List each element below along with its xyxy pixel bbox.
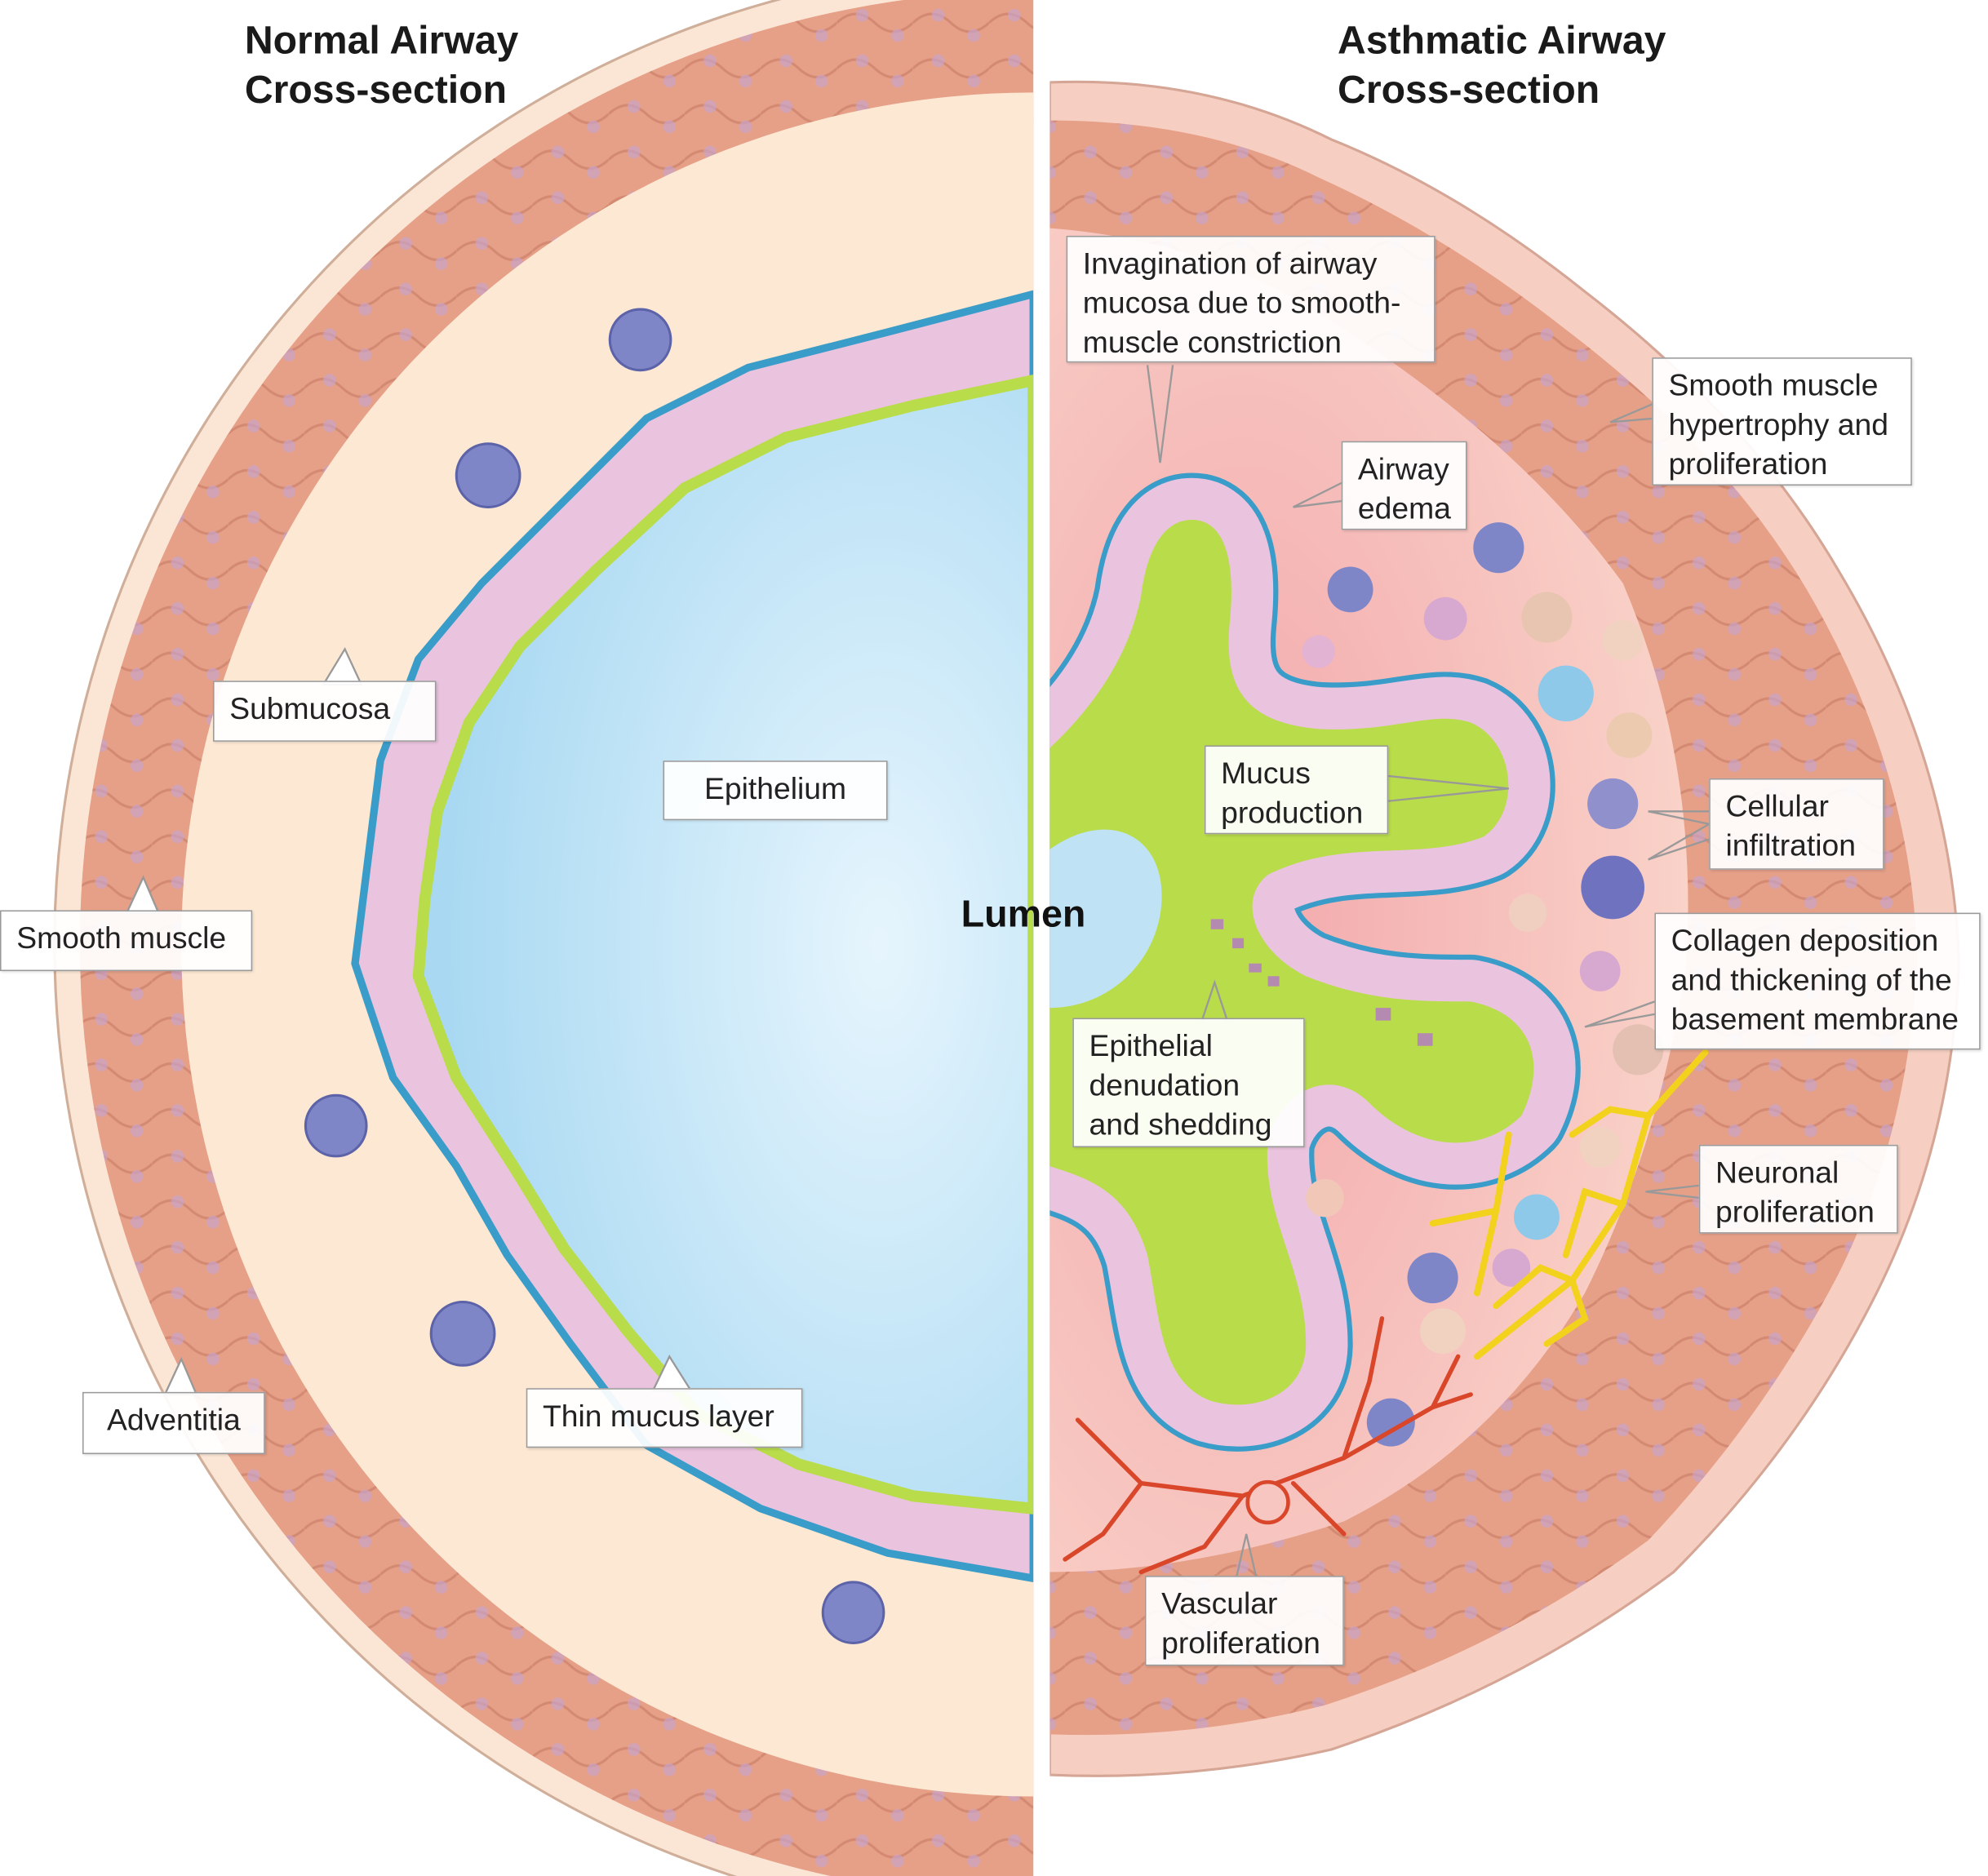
label-adventitia: Adventitia [82,1391,265,1454]
normal-airway-title: Normal Airway Cross-section [244,17,519,112]
asthmatic-airway-title: Asthmatic Airway Cross-section [1338,17,1666,112]
label-vascular-proliferation: Vascular proliferation [1144,1576,1344,1666]
asthmatic-airway [1049,80,1960,1777]
lumen-normal [412,375,1034,1515]
nerves [1429,1049,1709,1360]
label-epithelial-denudation: Epithelial denudation and shedding [1072,1018,1305,1148]
label-mucus-production: Mucus production [1204,745,1389,835]
infiltrating-cells [1302,522,1664,1447]
label-collagen-deposition: Collagen deposition and thickening of th… [1654,912,1981,1050]
label-airway-edema: Airway edema [1341,441,1467,530]
label-submucosa: Submucosa [213,681,437,742]
label-smooth-muscle: Smooth muscle [0,910,253,972]
label-cellular-infiltration: Cellular infiltration [1709,778,1884,870]
immune-cells [304,308,885,1645]
label-thin-mucus-layer: Thin mucus layer [526,1388,803,1448]
label-epithelium: Epithelium [663,761,888,821]
callout-pointers [125,365,1712,1579]
vessel-cross-section [1245,1479,1290,1525]
label-invagination: Invagination of airway mucosa due to smo… [1066,235,1436,363]
normal-airway [53,0,1034,1876]
lumen-label: Lumen [961,894,1086,936]
label-smooth-muscle-hypertrophy: Smooth muscle hypertrophy and proliferat… [1652,357,1912,486]
label-neuronal-proliferation: Neuronal proliferation [1698,1144,1898,1234]
mucus-plug [1049,519,1534,1405]
shed-epithelial-cells [1210,919,1433,1046]
residual-lumen [1049,829,1162,1009]
blood-vessels [1063,1316,1473,1575]
